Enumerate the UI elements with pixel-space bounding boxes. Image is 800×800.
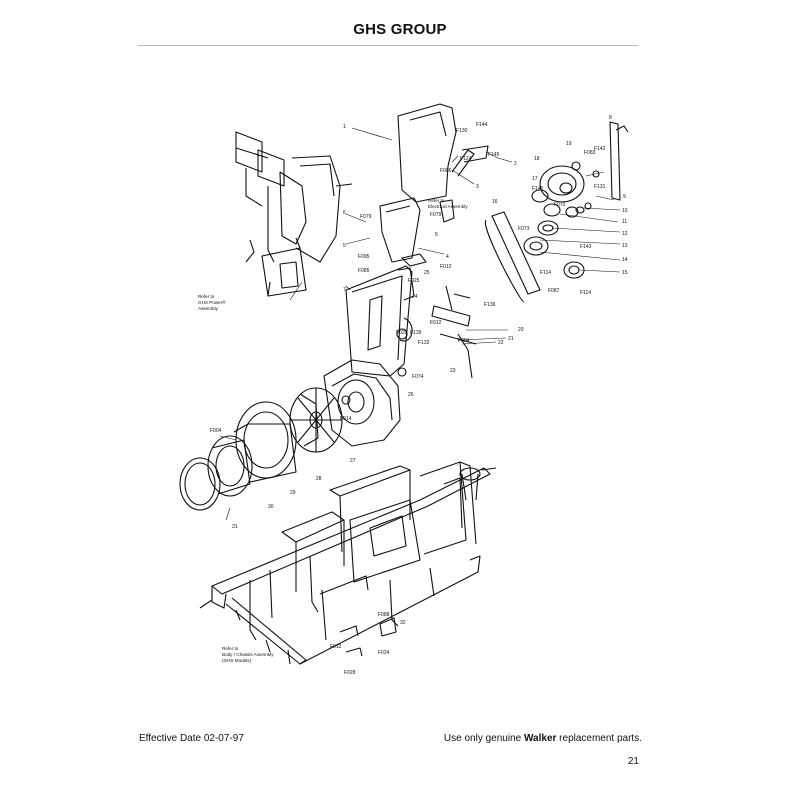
callout-29: 29: [290, 490, 296, 496]
genuine-parts-notice: Use only genuine Walker replacement part…: [444, 733, 642, 744]
callout-3: 3: [476, 184, 479, 190]
notice-post: replacement parts.: [559, 733, 642, 744]
callout-f085: F085: [358, 268, 370, 274]
note-power-line3: Assembly: [198, 306, 219, 311]
title-rule: [138, 45, 638, 46]
callout-22: 22: [498, 340, 504, 346]
callout-f143: F143: [580, 244, 592, 250]
callout-19: 19: [566, 141, 572, 147]
callout-4: 4: [446, 254, 449, 260]
note-electrical-line1: Refer to: [428, 198, 445, 203]
callout-7: 7: [343, 287, 346, 293]
brand-name: Walker: [523, 733, 557, 744]
page-title: GHS GROUP: [353, 21, 447, 38]
callout-21: 21: [508, 336, 514, 342]
note-power-line1: Refer to: [198, 294, 215, 299]
callout-f139: F139: [410, 330, 422, 336]
callout-f012c: F012: [330, 644, 342, 650]
callout-f028: F028: [344, 670, 356, 676]
callout-23: 23: [450, 368, 456, 374]
note-power-line2: GHS Power®: [198, 299, 226, 305]
callout-f032: F032: [396, 330, 408, 336]
callout-f095: F095: [358, 254, 370, 260]
callout-labels: 1 2 3 4 5 5 6 7 8 9 10 11 12 13 14 15 16…: [210, 115, 628, 676]
callout-f146: F146: [532, 186, 544, 192]
reference-notes: Refer to Electrical Assembly Refer to GH…: [198, 198, 468, 663]
page-number: 21: [627, 756, 639, 767]
callout-f145: F145: [488, 152, 500, 158]
callout-9: 9: [623, 194, 626, 200]
callout-f073: F073: [518, 226, 530, 232]
callout-f014: F014: [340, 416, 352, 422]
callout-15: 15: [622, 270, 628, 276]
callout-1: 1: [343, 124, 346, 130]
discharge-chute-drawing: [345, 103, 457, 377]
callout-26: 26: [408, 392, 414, 398]
callout-f004b: F004: [210, 428, 222, 434]
callout-f124: F124: [460, 156, 472, 162]
callout-f070: F070: [554, 202, 566, 208]
callout-24: 24: [412, 294, 418, 300]
note-body-line1: Refer to: [222, 646, 239, 651]
callout-f086: F086: [440, 168, 452, 174]
note-body-line2: Body / Chassis Assembly: [222, 652, 274, 657]
callout-f136: F136: [484, 302, 496, 308]
callout-16: 16: [492, 199, 498, 205]
callout-f142: F142: [594, 146, 606, 152]
callout-30: 30: [268, 504, 274, 510]
callout-27: 27: [350, 458, 356, 464]
callout-32: 32: [400, 620, 406, 626]
callout-20: 20: [518, 327, 524, 333]
callout-6: 6: [343, 210, 346, 216]
effective-date: Effective Date 02-07-97: [139, 733, 244, 744]
linkage-drawing: [399, 145, 489, 379]
callout-f074: F074: [412, 374, 424, 380]
callout-f012a: F012: [440, 264, 452, 270]
callout-f144: F144: [476, 122, 488, 128]
callout-f114b: F114: [580, 290, 591, 296]
callout-f079b: F079: [430, 212, 442, 218]
callout-f025: F025: [408, 278, 420, 284]
callout-5b: 5: [435, 232, 438, 238]
callout-f114a: F114: [540, 270, 551, 276]
blower-housing-drawing: [179, 328, 408, 511]
notice-pre: Use only genuine: [443, 733, 522, 744]
callout-f132: F132: [418, 340, 430, 346]
callout-14: 14: [622, 257, 628, 263]
callout-f004a: F004: [458, 338, 470, 344]
callout-f087: F087: [548, 288, 560, 294]
callout-13: 13: [622, 243, 628, 249]
callout-f083: F083: [584, 150, 596, 156]
callout-f131: F131: [594, 184, 606, 190]
callout-11: 11: [622, 219, 627, 225]
power-unit-drawing: [235, 131, 353, 297]
callout-10: 10: [622, 208, 628, 214]
callout-18: 18: [534, 156, 540, 162]
callout-f088: F088: [378, 612, 390, 618]
belt-drive-drawing: [484, 121, 629, 303]
callout-8: 8: [609, 115, 612, 121]
chassis-frame-drawing: [199, 461, 497, 665]
callout-31: 31: [232, 524, 238, 530]
note-body-line3: (GHS Models): [222, 658, 252, 663]
callout-5a: 5: [343, 243, 346, 249]
callout-25: 25: [424, 270, 430, 276]
callout-f079a: F079: [360, 214, 372, 220]
callout-12: 12: [622, 231, 628, 237]
callout-f130: F130: [456, 128, 468, 134]
callout-f012b: F012: [430, 320, 442, 326]
callout-f024: F024: [378, 650, 390, 656]
callout-17: 17: [532, 176, 538, 182]
callout-28: 28: [316, 476, 322, 482]
callout-2: 2: [514, 161, 517, 167]
note-electrical-line2: Electrical Assembly: [428, 204, 468, 209]
